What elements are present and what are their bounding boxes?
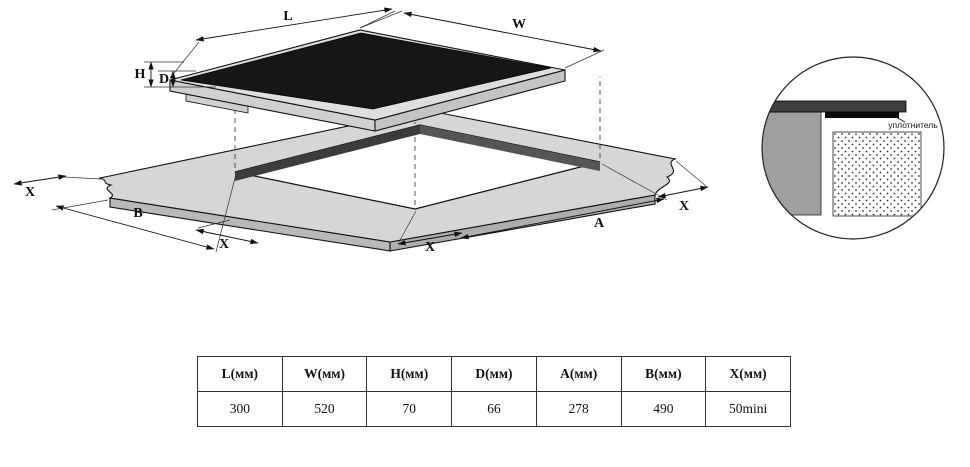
dimensions-table-container: L(мм) W(мм) H(мм) D(мм) A(мм) B(мм) X(мм… bbox=[197, 356, 791, 427]
dim-label-l: L bbox=[283, 9, 292, 24]
dimension-W: W bbox=[359, 10, 605, 69]
dim-label-h: H bbox=[135, 67, 146, 82]
dimension-H-D: H D bbox=[135, 61, 216, 88]
gasket-label: уплотнитель bbox=[888, 120, 938, 130]
dimension-L: L bbox=[169, 7, 396, 79]
header-b: B(мм) bbox=[620, 356, 707, 392]
value-h: 70 bbox=[366, 391, 453, 427]
detail-circle-outline bbox=[761, 56, 945, 240]
dimensions-table: L(мм) W(мм) H(мм) D(мм) A(мм) B(мм) X(мм… bbox=[197, 356, 791, 427]
cabinet-section bbox=[832, 131, 922, 217]
dim-label-b: B bbox=[133, 206, 142, 221]
dim-label-a: A bbox=[594, 216, 605, 231]
countertop-section bbox=[762, 111, 822, 216]
gasket-strip bbox=[825, 112, 899, 118]
header-w: W(мм) bbox=[281, 356, 368, 392]
dim-label-x-left: X bbox=[25, 185, 35, 200]
cutout-back-right-wall bbox=[420, 125, 600, 171]
value-b: 490 bbox=[620, 391, 707, 427]
seal-detail-diagram: уплотнитель bbox=[761, 56, 945, 240]
dim-label-x-bottom-middle: X bbox=[425, 240, 435, 255]
projection-lines bbox=[234, 76, 601, 205]
table-value-row: 300 520 70 66 278 490 50mini bbox=[197, 391, 791, 427]
header-x: X(мм) bbox=[705, 356, 791, 392]
dimension-X-right: X bbox=[657, 160, 709, 214]
cutout-back-left-wall bbox=[235, 125, 420, 181]
cooktop bbox=[169, 29, 566, 132]
dimension-A: A bbox=[460, 163, 668, 240]
table-header-row: L(мм) W(мм) H(мм) D(мм) A(мм) B(мм) X(мм… bbox=[197, 356, 791, 392]
value-x: 50mini bbox=[705, 391, 791, 427]
value-a: 278 bbox=[535, 391, 622, 427]
dimension-X-bottom-left: X bbox=[195, 219, 259, 252]
countertop-cutout bbox=[234, 124, 601, 210]
header-d: D(мм) bbox=[451, 356, 537, 392]
dimension-X-left: X bbox=[13, 174, 102, 200]
value-d: 66 bbox=[451, 391, 537, 427]
header-h: H(мм) bbox=[366, 356, 453, 392]
gasket-leader-line bbox=[895, 116, 906, 123]
header-a: A(мм) bbox=[535, 356, 622, 392]
glass-section bbox=[762, 100, 907, 113]
dimension-X-bottom-middle: X bbox=[397, 210, 463, 255]
dim-label-d: D bbox=[159, 72, 169, 87]
dim-label-x-bottom-left: X bbox=[219, 237, 229, 252]
hob-installation-diagram: L W H D X B X X bbox=[13, 7, 709, 255]
dim-label-x-right: X bbox=[679, 199, 689, 214]
value-l: 300 bbox=[197, 391, 283, 427]
dim-label-w: W bbox=[512, 17, 526, 32]
value-w: 520 bbox=[281, 391, 368, 427]
header-l: L(мм) bbox=[197, 356, 283, 392]
